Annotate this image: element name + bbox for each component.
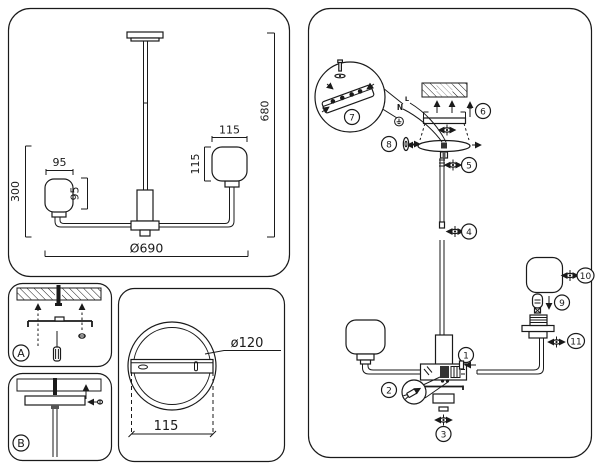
callout-9 [553,294,571,311]
svg-text:7: 7 [349,113,355,123]
terminal-screw-icon [334,59,346,79]
right-arm-assembly [476,256,564,375]
dim-shade-width-115: 115 [219,124,240,137]
screw-icon [78,333,86,339]
slot-vertical [194,361,198,372]
left-arm-assembly [345,319,421,375]
screw-icon [466,101,474,117]
dim-shade-width-95: 95 [53,156,67,169]
socket-collar [528,330,548,339]
dimension-annotations: 95 95 115 115 300 680 Ø690 [9,32,275,257]
callout-7 [343,108,361,126]
washer-icon [402,136,421,152]
hub-plate [130,220,160,231]
callout-6 [474,102,492,120]
ceiling-canopy [126,31,164,39]
central-column [136,189,154,222]
right-shade [211,146,248,182]
svg-text:3: 3 [441,430,447,440]
callout-4 [460,223,478,240]
anchor-screw [56,285,61,304]
step-b-label: B [17,437,25,450]
bracket-screws [435,105,454,113]
callout-3 [435,425,452,443]
wire-l-label: L [405,95,409,103]
panel-border [7,282,113,368]
svg-text:10: 10 [580,272,592,282]
dim-plate-width: 115 [154,419,179,434]
assembly-steps-panel: 6 N L [307,7,595,459]
chandelier-front-view [44,31,248,237]
svg-text:8: 8 [386,140,392,150]
ground-icon [394,116,404,127]
step-a-panel: A [7,282,113,368]
dim-plate-diameter: ø120 [231,336,264,351]
callout-11 [566,332,586,350]
svg-text:2: 2 [386,386,392,396]
left-arm [54,217,131,228]
dim-shade-height-115: 115 [189,154,202,175]
central-hub [419,363,468,383]
leader-line [204,350,281,355]
dim-diameter-690: Ø690 [130,241,164,256]
plate-crossbar [130,358,214,374]
screwdriver-icon [52,331,62,362]
central-column [434,334,454,366]
svg-text:9: 9 [559,299,565,309]
bulb-icon [531,293,544,314]
canopy-plate [24,395,86,406]
ceiling-hatch [16,378,102,392]
left-shade [345,319,386,355]
dim-height-300: 300 [9,181,22,202]
dim-height-680: 680 [259,101,272,122]
dim-shade-height-95: 95 [69,187,82,201]
svg-text:11: 11 [570,337,581,347]
right-socket [224,180,240,188]
svg-text:5: 5 [466,161,472,171]
screw-icon [96,399,104,405]
socket-flange [521,324,555,333]
anchor-screw [53,378,57,395]
wire-connector-icon [403,387,422,400]
arm-pin [458,360,465,370]
right-arm [159,187,235,228]
slot-oval [138,364,148,370]
step-b-panel: B [7,372,113,462]
wire-n-label: N [397,103,403,112]
step-a-badge [12,344,30,362]
svg-text:4: 4 [466,228,472,238]
magnifier-circle-7: 7 [314,59,404,133]
step-b-badge [12,434,30,452]
supply-wires: N L [394,95,447,143]
ceiling-hatch [422,83,437,97]
callout-8 [380,135,398,153]
ceiling-hatch [17,288,55,300]
mounting-plate-panel: ø120 115 [117,287,286,463]
hub-cover [432,393,455,404]
callout-10 [576,267,595,284]
svg-text:6: 6 [480,107,486,117]
right-shade [525,256,564,294]
finial [139,229,151,237]
overall-dimensions-panel: 95 95 115 115 300 680 Ø690 [7,7,291,278]
threaded-socket [529,314,548,327]
panel-border [7,7,291,278]
callout-2 [380,381,398,399]
step-a-label: A [17,347,25,360]
svg-text:1: 1 [463,351,469,361]
left-shade [44,178,74,213]
magnifier-circle-2 [401,376,449,405]
callout-5 [460,156,478,174]
